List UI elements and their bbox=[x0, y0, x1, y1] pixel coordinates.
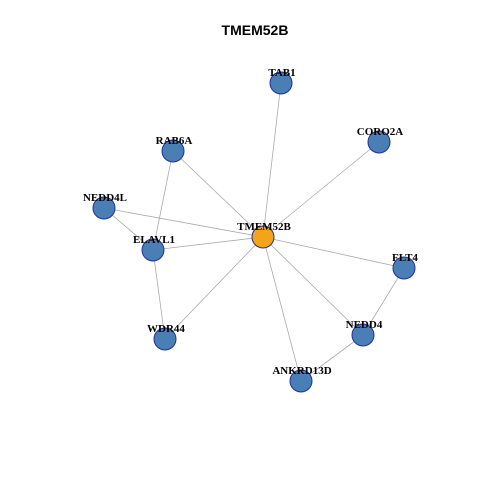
node-ankrd13d bbox=[289, 369, 313, 393]
edge-rab6a-elavl1 bbox=[152, 150, 174, 251]
node-elavl1 bbox=[141, 238, 165, 262]
node-label-rab6a: RAB6A bbox=[156, 135, 193, 147]
edge-nedd4-ankrd13d bbox=[300, 334, 364, 382]
edge-tmem52b-tab1 bbox=[262, 82, 282, 238]
edge-elavl1-wdr44 bbox=[152, 249, 166, 340]
node-tmem52b bbox=[251, 225, 275, 249]
edge-tmem52b-nedd4 bbox=[262, 236, 364, 336]
node-label-tab1: TAB1 bbox=[268, 67, 295, 79]
node-label-elavl1: ELAVL1 bbox=[133, 234, 175, 246]
edge-flt4-nedd4 bbox=[362, 267, 405, 336]
node-wdr44 bbox=[153, 327, 177, 351]
node-flt4 bbox=[392, 256, 416, 280]
edge-tmem52b-flt4 bbox=[262, 236, 405, 269]
graph-title: TMEM52B bbox=[222, 22, 289, 38]
node-tab1 bbox=[269, 71, 293, 95]
node-label-coro2a: CORO2A bbox=[357, 126, 404, 138]
node-coro2a bbox=[367, 130, 391, 154]
node-label-tmem52b: TMEM52B bbox=[237, 221, 291, 233]
nodes-layer bbox=[92, 71, 416, 393]
node-rab6a bbox=[161, 139, 185, 163]
node-nedd4 bbox=[351, 323, 375, 347]
edge-tmem52b-rab6a bbox=[172, 150, 264, 238]
node-label-ankrd13d: ANKRD13D bbox=[272, 365, 331, 377]
edge-tmem52b-elavl1 bbox=[152, 236, 264, 251]
node-label-wdr44: WDR44 bbox=[147, 323, 185, 335]
edge-tmem52b-ankrd13d bbox=[262, 236, 302, 382]
node-label-flt4: FLT4 bbox=[392, 252, 418, 264]
edge-tmem52b-coro2a bbox=[262, 141, 380, 238]
node-label-nedd4: NEDD4 bbox=[346, 319, 383, 331]
edge-tmem52b-wdr44 bbox=[164, 236, 264, 340]
edge-tmem52b-nedd4l bbox=[103, 207, 264, 238]
node-nedd4l bbox=[92, 196, 116, 220]
node-label-nedd4l: NEDD4L bbox=[83, 192, 127, 204]
